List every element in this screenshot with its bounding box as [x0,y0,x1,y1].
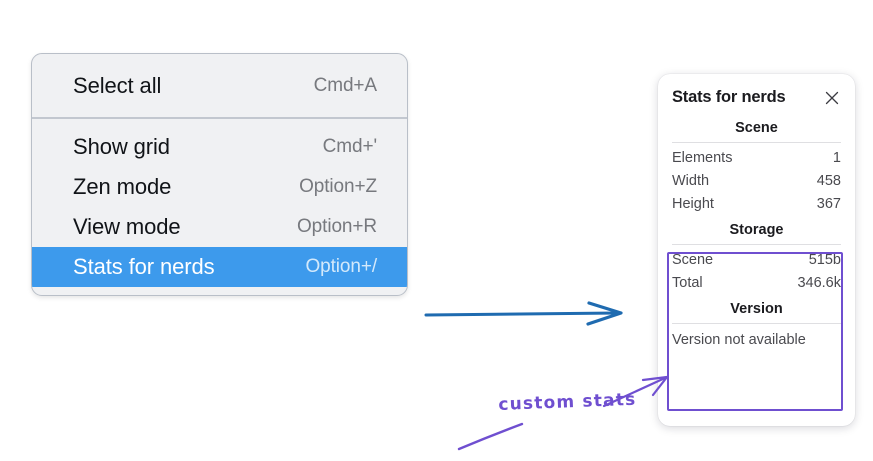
stat-row-storage-scene: Scene 515b [672,248,841,271]
menu-group-1: Select all Cmd+A [32,54,407,117]
stat-value: 346.6k [797,274,841,291]
menu-item-label: Zen mode [73,174,172,199]
stats-panel-body: Scene Elements 1 Width 458 Height 367 St… [658,113,855,360]
menu-item-label: Stats for nerds [73,254,215,279]
stat-row-height: Height 367 [672,192,841,215]
stat-key: Height [672,195,714,212]
stats-for-nerds-panel: Stats for nerds Scene Elements 1 Width 4… [658,74,855,426]
menu-item-shortcut: Cmd+' [322,136,377,157]
stat-key: Elements [672,149,733,166]
stat-value: 458 [816,172,841,189]
stats-panel-header: Stats for nerds [658,74,855,113]
menu-item-zen-mode[interactable]: Zen mode Option+Z [32,167,407,207]
menu-item-stats-for-nerds[interactable]: Stats for nerds Option+/ [32,247,407,287]
stat-value: 515b [808,251,841,268]
menu-item-show-grid[interactable]: Show grid Cmd+' [32,127,407,167]
stat-key: Width [672,172,710,189]
menu-item-label: Select all [73,73,162,98]
menu-item-select-all[interactable]: Select all Cmd+A [32,66,407,106]
section-heading-version: Version [730,301,783,317]
stat-row-storage-total: Total 346.6k [672,271,841,294]
menu-item-shortcut: Option+R [297,216,377,237]
section-heading-storage: Storage [729,222,784,238]
menu-separator [32,117,407,119]
menu-item-shortcut: Option+Z [299,176,377,197]
blue-arrow-icon [424,301,623,326]
stats-panel-title: Stats for nerds [672,88,786,106]
menu-item-label: View mode [73,214,181,239]
stat-row-width: Width 458 [672,169,841,192]
close-icon[interactable] [823,89,841,107]
context-menu[interactable]: Select all Cmd+A Show grid Cmd+' Zen mod… [31,53,408,296]
menu-item-label: Show grid [73,134,170,159]
annotation-label-custom-stats: custom stats [498,389,637,415]
stat-value: 1 [832,149,841,166]
section-rule [672,142,841,143]
version-note: Version not available [672,332,806,348]
menu-item-view-mode[interactable]: View mode Option+R [32,207,407,247]
menu-item-shortcut: Cmd+A [313,75,377,96]
section-rule [672,244,841,245]
section-rule [672,323,841,324]
stat-key: Scene [672,251,714,268]
menu-item-shortcut: Option+/ [305,256,377,277]
stat-key: Total [672,274,703,291]
purple-underline-stroke [457,422,524,451]
section-heading-scene: Scene [735,120,778,136]
stat-row-elements: Elements 1 [672,146,841,169]
stat-value: 367 [816,195,841,212]
menu-group-2: Show grid Cmd+' Zen mode Option+Z View m… [32,119,407,295]
